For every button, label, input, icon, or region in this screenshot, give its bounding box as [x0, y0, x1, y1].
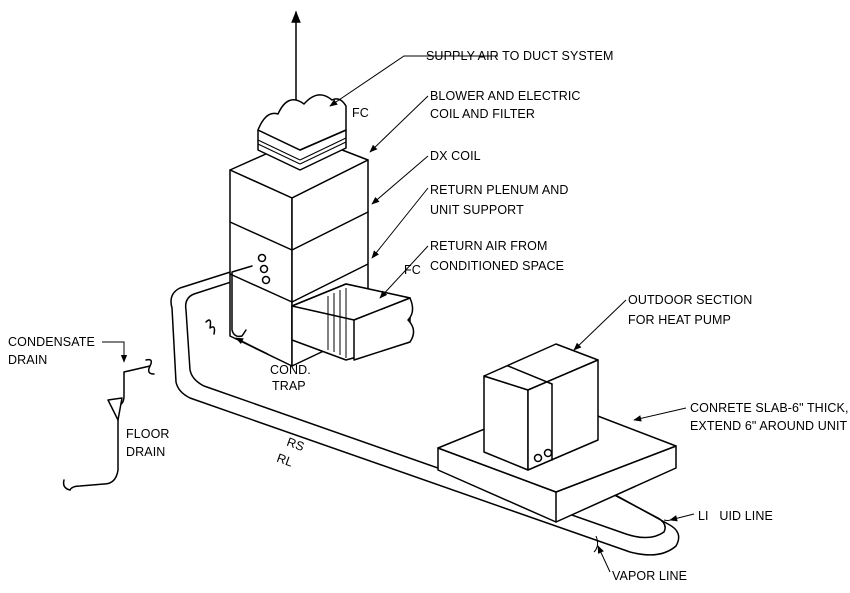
- label-condensate-1: CONDENSATE: [8, 335, 95, 349]
- label-return-air-2: CONDITIONED SPACE: [430, 259, 565, 273]
- label-blower-1: BLOWER AND ELECTRIC: [430, 89, 581, 103]
- label-fc-top: FC: [352, 106, 369, 120]
- label-outdoor-2: FOR HEAT PUMP: [628, 313, 731, 327]
- supply-duct: [257, 94, 347, 171]
- condensate-drain: [62, 358, 155, 491]
- label-return-air-1: RETURN AIR FROM: [430, 239, 548, 253]
- label-return-plenum-1: RETURN PLENUM AND: [430, 183, 569, 197]
- label-supply-air: SUPPLY AIR TO DUCT SYSTEM: [426, 49, 614, 63]
- label-trap-1: COND.: [270, 363, 311, 377]
- leader-lines: [102, 55, 695, 573]
- label-condensate-2: DRAIN: [8, 353, 48, 367]
- label-return-plenum-2: UNIT SUPPORT: [430, 203, 524, 217]
- label-blower-2: COIL AND FILTER: [430, 107, 535, 121]
- outdoor-section-unit: [483, 343, 599, 471]
- label-vapor-line: VAPOR LINE: [612, 569, 688, 583]
- label-slab-1: CONRETE SLAB-6" THICK,: [690, 401, 849, 415]
- label-fc-return: FC: [404, 263, 421, 277]
- label-slab-2: EXTEND 6" AROUND UNIT: [690, 419, 848, 433]
- label-trap-2: TRAP: [272, 379, 306, 393]
- label-floor-drain-2: DRAIN: [126, 445, 166, 459]
- label-floor-drain-1: FLOOR: [126, 427, 170, 441]
- label-outdoor-1: OUTDOOR SECTION: [628, 293, 753, 307]
- label-dx-coil: DX COIL: [430, 149, 481, 163]
- label-liquid-line: LI UID LINE: [698, 509, 773, 523]
